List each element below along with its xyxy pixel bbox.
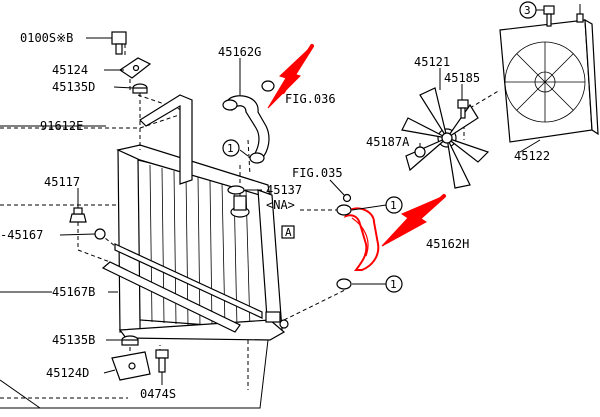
bolt-0474s	[155, 349, 169, 373]
radiator-lower-bar	[101, 243, 263, 333]
label-91612e: 91612E	[40, 119, 83, 133]
ref-3-text: 3	[524, 4, 531, 17]
ref-circle-3	[519, 1, 537, 19]
fan-shroud-45122	[499, 18, 599, 143]
label-45137: 45137	[266, 183, 302, 197]
label-45117: 45117	[44, 175, 80, 189]
label-fig036: FIG.036	[285, 92, 336, 106]
label-45135d-top: 45135D	[52, 80, 95, 94]
label-0100s: 0100S※B	[20, 31, 73, 45]
cap-45137	[227, 185, 245, 195]
bracket-45124-top	[118, 57, 152, 79]
cushion-45135b-lower	[121, 335, 139, 346]
ref-1-upper-text: 1	[227, 142, 234, 155]
label-45167: -45167	[0, 228, 43, 242]
lower-hose-45162h	[343, 207, 380, 271]
seal-45167	[94, 228, 106, 240]
label-45187a: 45187A	[366, 135, 410, 149]
ref-circle-1-upper	[222, 139, 240, 157]
bracket-91612e	[139, 94, 193, 185]
label-45124-top: 45124	[52, 63, 88, 77]
bracket-45124d-lower	[111, 351, 151, 381]
label-45162h: 45162H	[426, 237, 469, 251]
label-fig035: FIG.035	[292, 166, 343, 180]
label-45124d: 45124D	[46, 366, 89, 380]
fan-45121	[401, 87, 490, 189]
ref-circles	[222, 1, 537, 293]
drain-plug-45117	[69, 207, 87, 223]
bolt-45185	[457, 99, 469, 119]
part-labels: 0100S※B 45124 45135D 91612E 45117 -45167…	[0, 31, 550, 401]
upper-hose-45162g	[222, 80, 275, 164]
washer-45187a	[414, 146, 426, 158]
ref-1-lower-text: 1	[390, 278, 397, 291]
label-45162g: 45162G	[218, 45, 261, 59]
bolt-0100s	[111, 31, 127, 55]
radiator	[116, 144, 289, 341]
cushion-45135d-top	[132, 83, 148, 94]
ref-circle-1-lower	[385, 275, 403, 293]
view-box-a-label: A	[285, 226, 292, 239]
red-arrows	[267, 44, 446, 247]
label-45185: 45185	[444, 71, 480, 85]
label-45121: 45121	[414, 55, 450, 69]
label-45122: 45122	[514, 149, 550, 163]
label-45135b: 45135B	[52, 333, 95, 347]
ref-1-mid-text: 1	[390, 199, 397, 212]
label-45167b: 45167B	[52, 285, 95, 299]
leader-lines	[0, 9, 544, 409]
view-box-a	[281, 225, 295, 239]
label-45137-note: <NA>	[266, 198, 295, 212]
label-0474s: 0474S	[140, 387, 176, 401]
hose-clamps	[336, 193, 352, 290]
ref-circle-1-mid	[385, 196, 403, 214]
